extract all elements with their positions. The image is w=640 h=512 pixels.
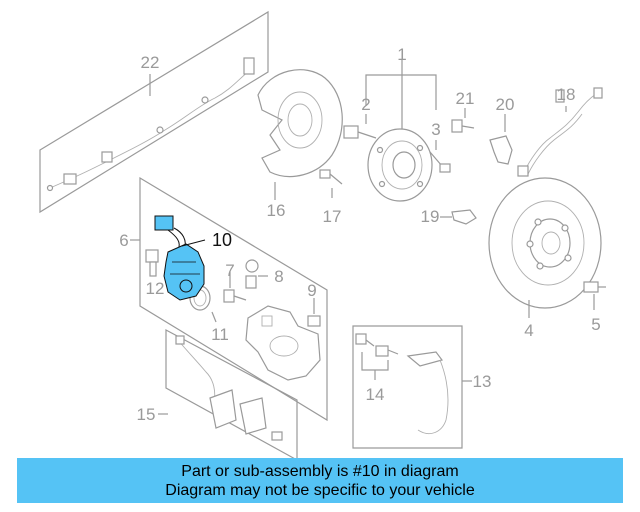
callout-1: 1 [397, 45, 406, 64]
caliper-body [245, 305, 321, 381]
brake-disc [488, 177, 602, 309]
clip-19 [451, 209, 477, 225]
bracket-20 [489, 135, 513, 165]
callout-16: 16 [267, 201, 286, 220]
screw-5 [583, 281, 606, 293]
bolt-9 [307, 315, 321, 327]
callout-19: 19 [421, 207, 440, 226]
callout-5: 5 [591, 315, 600, 334]
banner-line-2: Diagram may not be specific to your vehi… [165, 481, 475, 499]
callout-18: 18 [557, 85, 576, 104]
callout-22: 22 [141, 53, 160, 72]
callout-10: 10 [212, 230, 232, 250]
sensor-cable-panel [39, 10, 269, 214]
bleeder-8 [245, 259, 259, 289]
callout-9: 9 [307, 281, 316, 300]
backing-plate [257, 69, 343, 178]
brake-line-18 [517, 87, 603, 177]
bolt-12 [145, 249, 159, 277]
callout-21: 21 [456, 89, 475, 108]
guide-pin-7 [223, 289, 247, 303]
callout-12: 12 [146, 279, 165, 298]
callout-15: 15 [137, 405, 156, 424]
bolt-3 [429, 151, 451, 173]
info-banner: Part or sub-assembly is #10 in diagram D… [17, 458, 623, 503]
brake-hardware [355, 333, 449, 434]
banner-line-1: Part or sub-assembly is #10 in diagram [181, 462, 459, 480]
callout-2: 2 [361, 95, 370, 114]
brake-pads [175, 335, 283, 441]
callout-8: 8 [274, 267, 283, 286]
bolt-2 [343, 125, 377, 139]
callout-14: 14 [366, 385, 385, 404]
callout-11: 11 [211, 325, 229, 344]
callout-20: 20 [496, 95, 515, 114]
callout-7: 7 [225, 261, 234, 280]
callout-6: 6 [119, 231, 128, 250]
callout-13: 13 [473, 372, 492, 391]
bolt-17 [319, 169, 343, 185]
parking-brake-motor-10 [154, 215, 205, 301]
callout-4: 4 [524, 321, 533, 340]
wheel-hub [367, 128, 433, 202]
bolt-21 [451, 119, 475, 133]
callout-3: 3 [431, 120, 440, 139]
callout-17: 17 [323, 207, 342, 226]
